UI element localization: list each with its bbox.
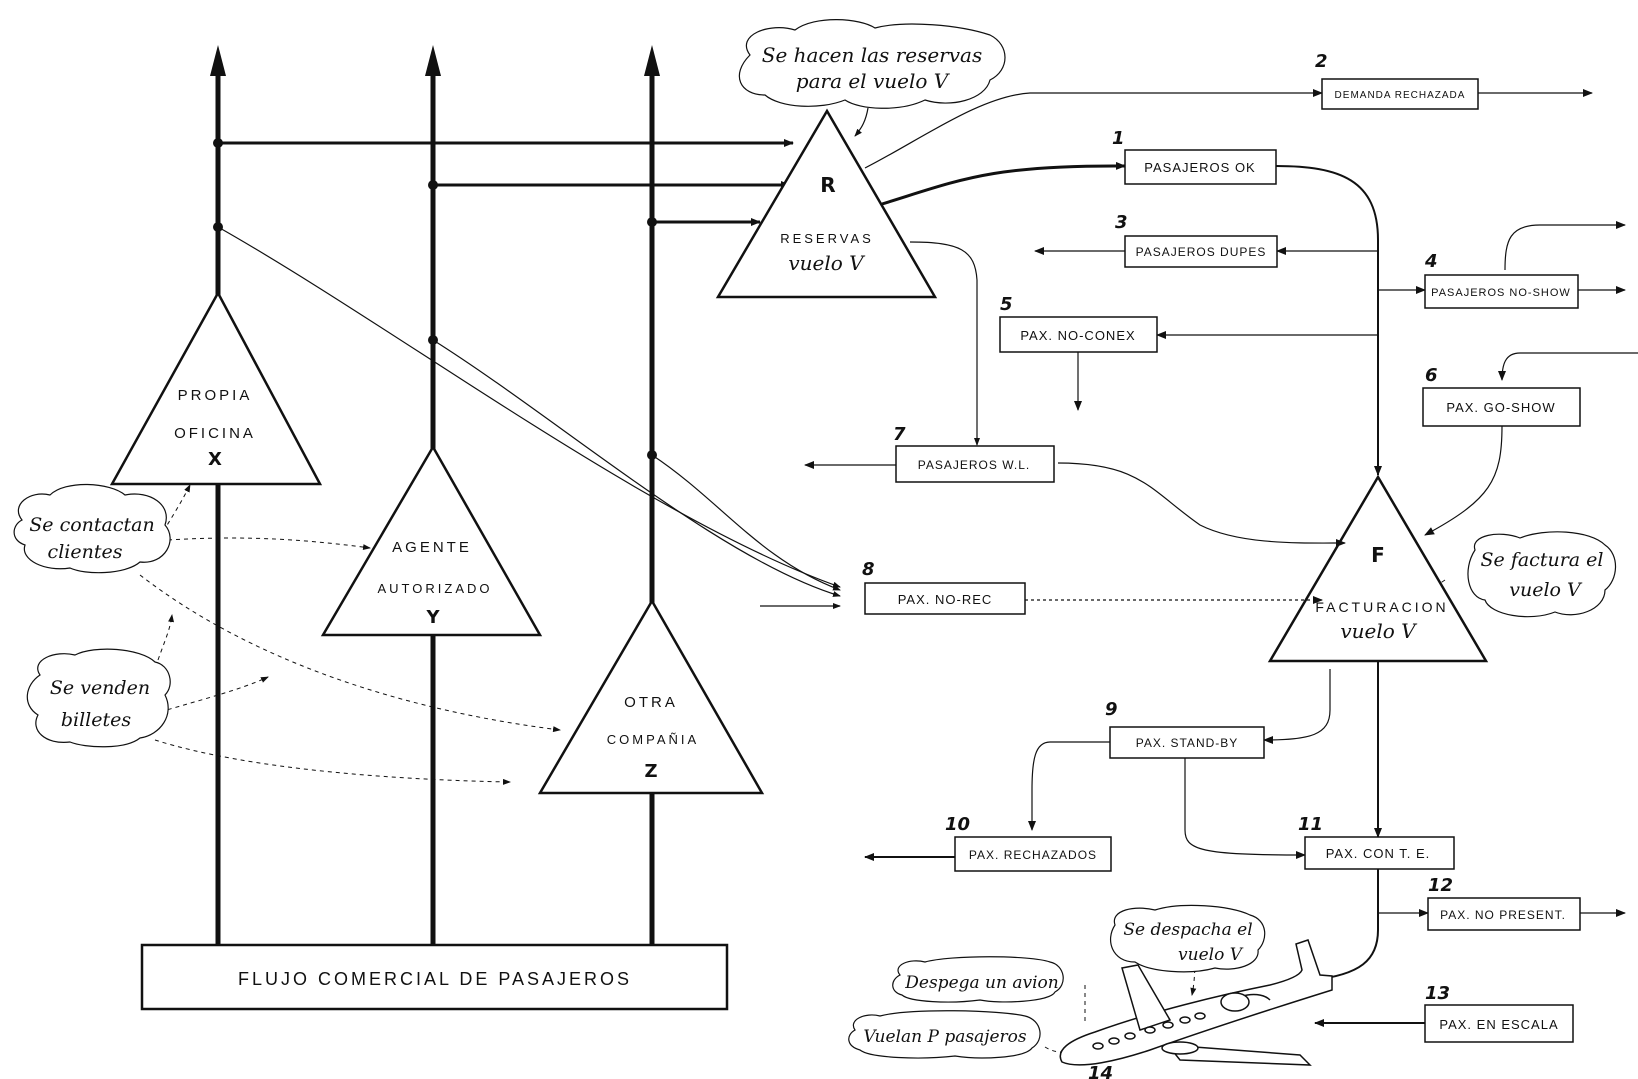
box-2-label: DEMANDA RECHAZADA xyxy=(1335,90,1466,101)
box-11-label: PAX. CON T. E. xyxy=(1326,846,1431,861)
cloud-factura-line1: Se factura el xyxy=(1481,549,1604,571)
cloud-despacha: Se despacha el vuelo V xyxy=(1110,904,1266,973)
cloud-factura-line2: vuelo V xyxy=(1509,579,1583,601)
box-5-label: PAX. NO-CONEX xyxy=(1020,328,1135,343)
triangle-x: PROPIA OFICINA X xyxy=(109,290,323,486)
box-2-num: 2 xyxy=(1315,51,1328,72)
cloud-arrows xyxy=(139,484,1446,1053)
box-7-num: 7 xyxy=(893,424,906,445)
box-11-num: 11 xyxy=(1298,814,1323,835)
triangle-r-line2: vuelo V xyxy=(788,251,866,275)
box-13-num: 13 xyxy=(1425,983,1450,1004)
box-8-num: 8 xyxy=(862,559,875,580)
box-13: PAX. EN ESCALA 13 xyxy=(1424,983,1574,1043)
box-1: PASAJEROS OK 1 xyxy=(1112,128,1277,185)
cloud-venden-line1: Se venden xyxy=(50,677,150,699)
triangle-z: OTRA COMPAÑIA Z xyxy=(537,598,765,795)
triangle-r-letter: R xyxy=(820,173,835,197)
box-1-num: 1 xyxy=(1112,128,1125,149)
box-13-label: PAX. EN ESCALA xyxy=(1439,1017,1558,1032)
box-11: PAX. CON T. E. 11 xyxy=(1298,814,1455,870)
box-8: PAX. NO-REC 8 xyxy=(862,559,1026,615)
triangle-f-letter: F xyxy=(1371,543,1385,567)
cloud-contactan-line1: Se contactan xyxy=(29,514,154,536)
box-9-num: 9 xyxy=(1105,699,1118,720)
box-8-label: PAX. NO-REC xyxy=(898,592,993,607)
triangle-f-line2: vuelo V xyxy=(1340,619,1418,643)
cloud-despega: Despega un avion xyxy=(892,956,1064,1003)
triangle-y-letter: Y xyxy=(425,607,440,628)
box-1-label: PASAJEROS OK xyxy=(1144,160,1255,175)
cloud-vuelan: Vuelan P pasajeros xyxy=(848,1010,1041,1059)
airplane-drawing xyxy=(1059,939,1333,1066)
box-7: PASAJEROS W.L. 7 xyxy=(893,424,1055,483)
cloud-despacha-line1: Se despacha el xyxy=(1123,920,1252,940)
box-3: PASAJEROS DUPES 3 xyxy=(1115,212,1278,268)
box-4-num: 4 xyxy=(1424,251,1438,272)
triangle-f: F FACTURACION vuelo V xyxy=(1267,474,1489,663)
box-12: PAX. NO PRESENT. 12 xyxy=(1427,875,1581,931)
triangle-z-letter: Z xyxy=(644,761,657,782)
triangle-y-line2: AUTORIZADO xyxy=(378,581,493,596)
cloud-vuelan-line1: Vuelan P pasajeros xyxy=(863,1027,1027,1047)
cloud-reservas-line1: Se hacen las reservas xyxy=(762,43,982,67)
triangle-r: R RESERVAS vuelo V xyxy=(715,108,938,299)
box-9-label: PAX. STAND-BY xyxy=(1136,736,1239,750)
cloud-contactan-line2: clientes xyxy=(48,541,123,563)
flow-label-box: FLUJO COMERCIAL DE PASAJEROS xyxy=(140,943,729,1011)
cloud-venden: Se venden billetes xyxy=(26,648,171,748)
triangle-z-line2: COMPAÑIA xyxy=(607,732,699,747)
triangle-y-line1: AGENTE xyxy=(392,539,472,556)
box-6-num: 6 xyxy=(1425,365,1438,386)
box-10-num: 10 xyxy=(945,814,970,835)
box-4: PASAJEROS NO-SHOW 4 xyxy=(1424,251,1579,309)
cloud-contactan: Se contactan clientes xyxy=(13,483,171,574)
box-3-label: PASAJEROS DUPES xyxy=(1136,245,1267,259)
cloud-venden-line2: billetes xyxy=(61,709,132,731)
box-3-num: 3 xyxy=(1115,212,1128,233)
box-2: DEMANDA RECHAZADA 2 xyxy=(1315,51,1479,110)
box-6: PAX. GO-SHOW 6 xyxy=(1422,365,1581,427)
flow-label: FLUJO COMERCIAL DE PASAJEROS xyxy=(238,969,632,989)
norec-lines xyxy=(217,226,841,609)
cloud-despega-line1: Despega un avion xyxy=(904,973,1058,993)
triangle-y: AGENTE AUTORIZADO Y xyxy=(320,444,543,637)
triangle-x-line2: OFICINA xyxy=(174,425,256,442)
box-5-num: 5 xyxy=(1000,294,1013,315)
box-10: PAX. RECHAZADOS 10 xyxy=(945,814,1112,872)
box-7-label: PASAJEROS W.L. xyxy=(918,458,1030,472)
cloud-reservas: Se hacen las reservas para el vuelo V xyxy=(738,19,1006,137)
cloud-despacha-line2: vuelo V xyxy=(1178,945,1244,965)
box-10-label: PAX. RECHAZADOS xyxy=(969,848,1097,862)
cloud-factura: Se factura el vuelo V xyxy=(1467,531,1617,618)
box-9: PAX. STAND-BY 9 xyxy=(1105,699,1265,759)
box-12-num: 12 xyxy=(1428,875,1453,896)
triangle-x-line1: PROPIA xyxy=(178,387,253,404)
triangle-x-letter: X xyxy=(208,449,222,470)
cloud-reservas-line2: para el vuelo V xyxy=(796,69,951,93)
box-5: PAX. NO-CONEX 5 xyxy=(999,294,1158,353)
box-6-label: PAX. GO-SHOW xyxy=(1446,400,1555,415)
triangle-z-line1: OTRA xyxy=(624,694,678,711)
triangle-f-line1: FACTURACION xyxy=(1315,599,1448,615)
reservation-arrows xyxy=(218,139,794,226)
plane-num: 14 xyxy=(1088,1063,1113,1079)
box-4-label: PASAJEROS NO-SHOW xyxy=(1431,287,1571,299)
box-12-label: PAX. NO PRESENT. xyxy=(1440,908,1566,922)
triangle-r-line1: RESERVAS xyxy=(780,231,874,246)
